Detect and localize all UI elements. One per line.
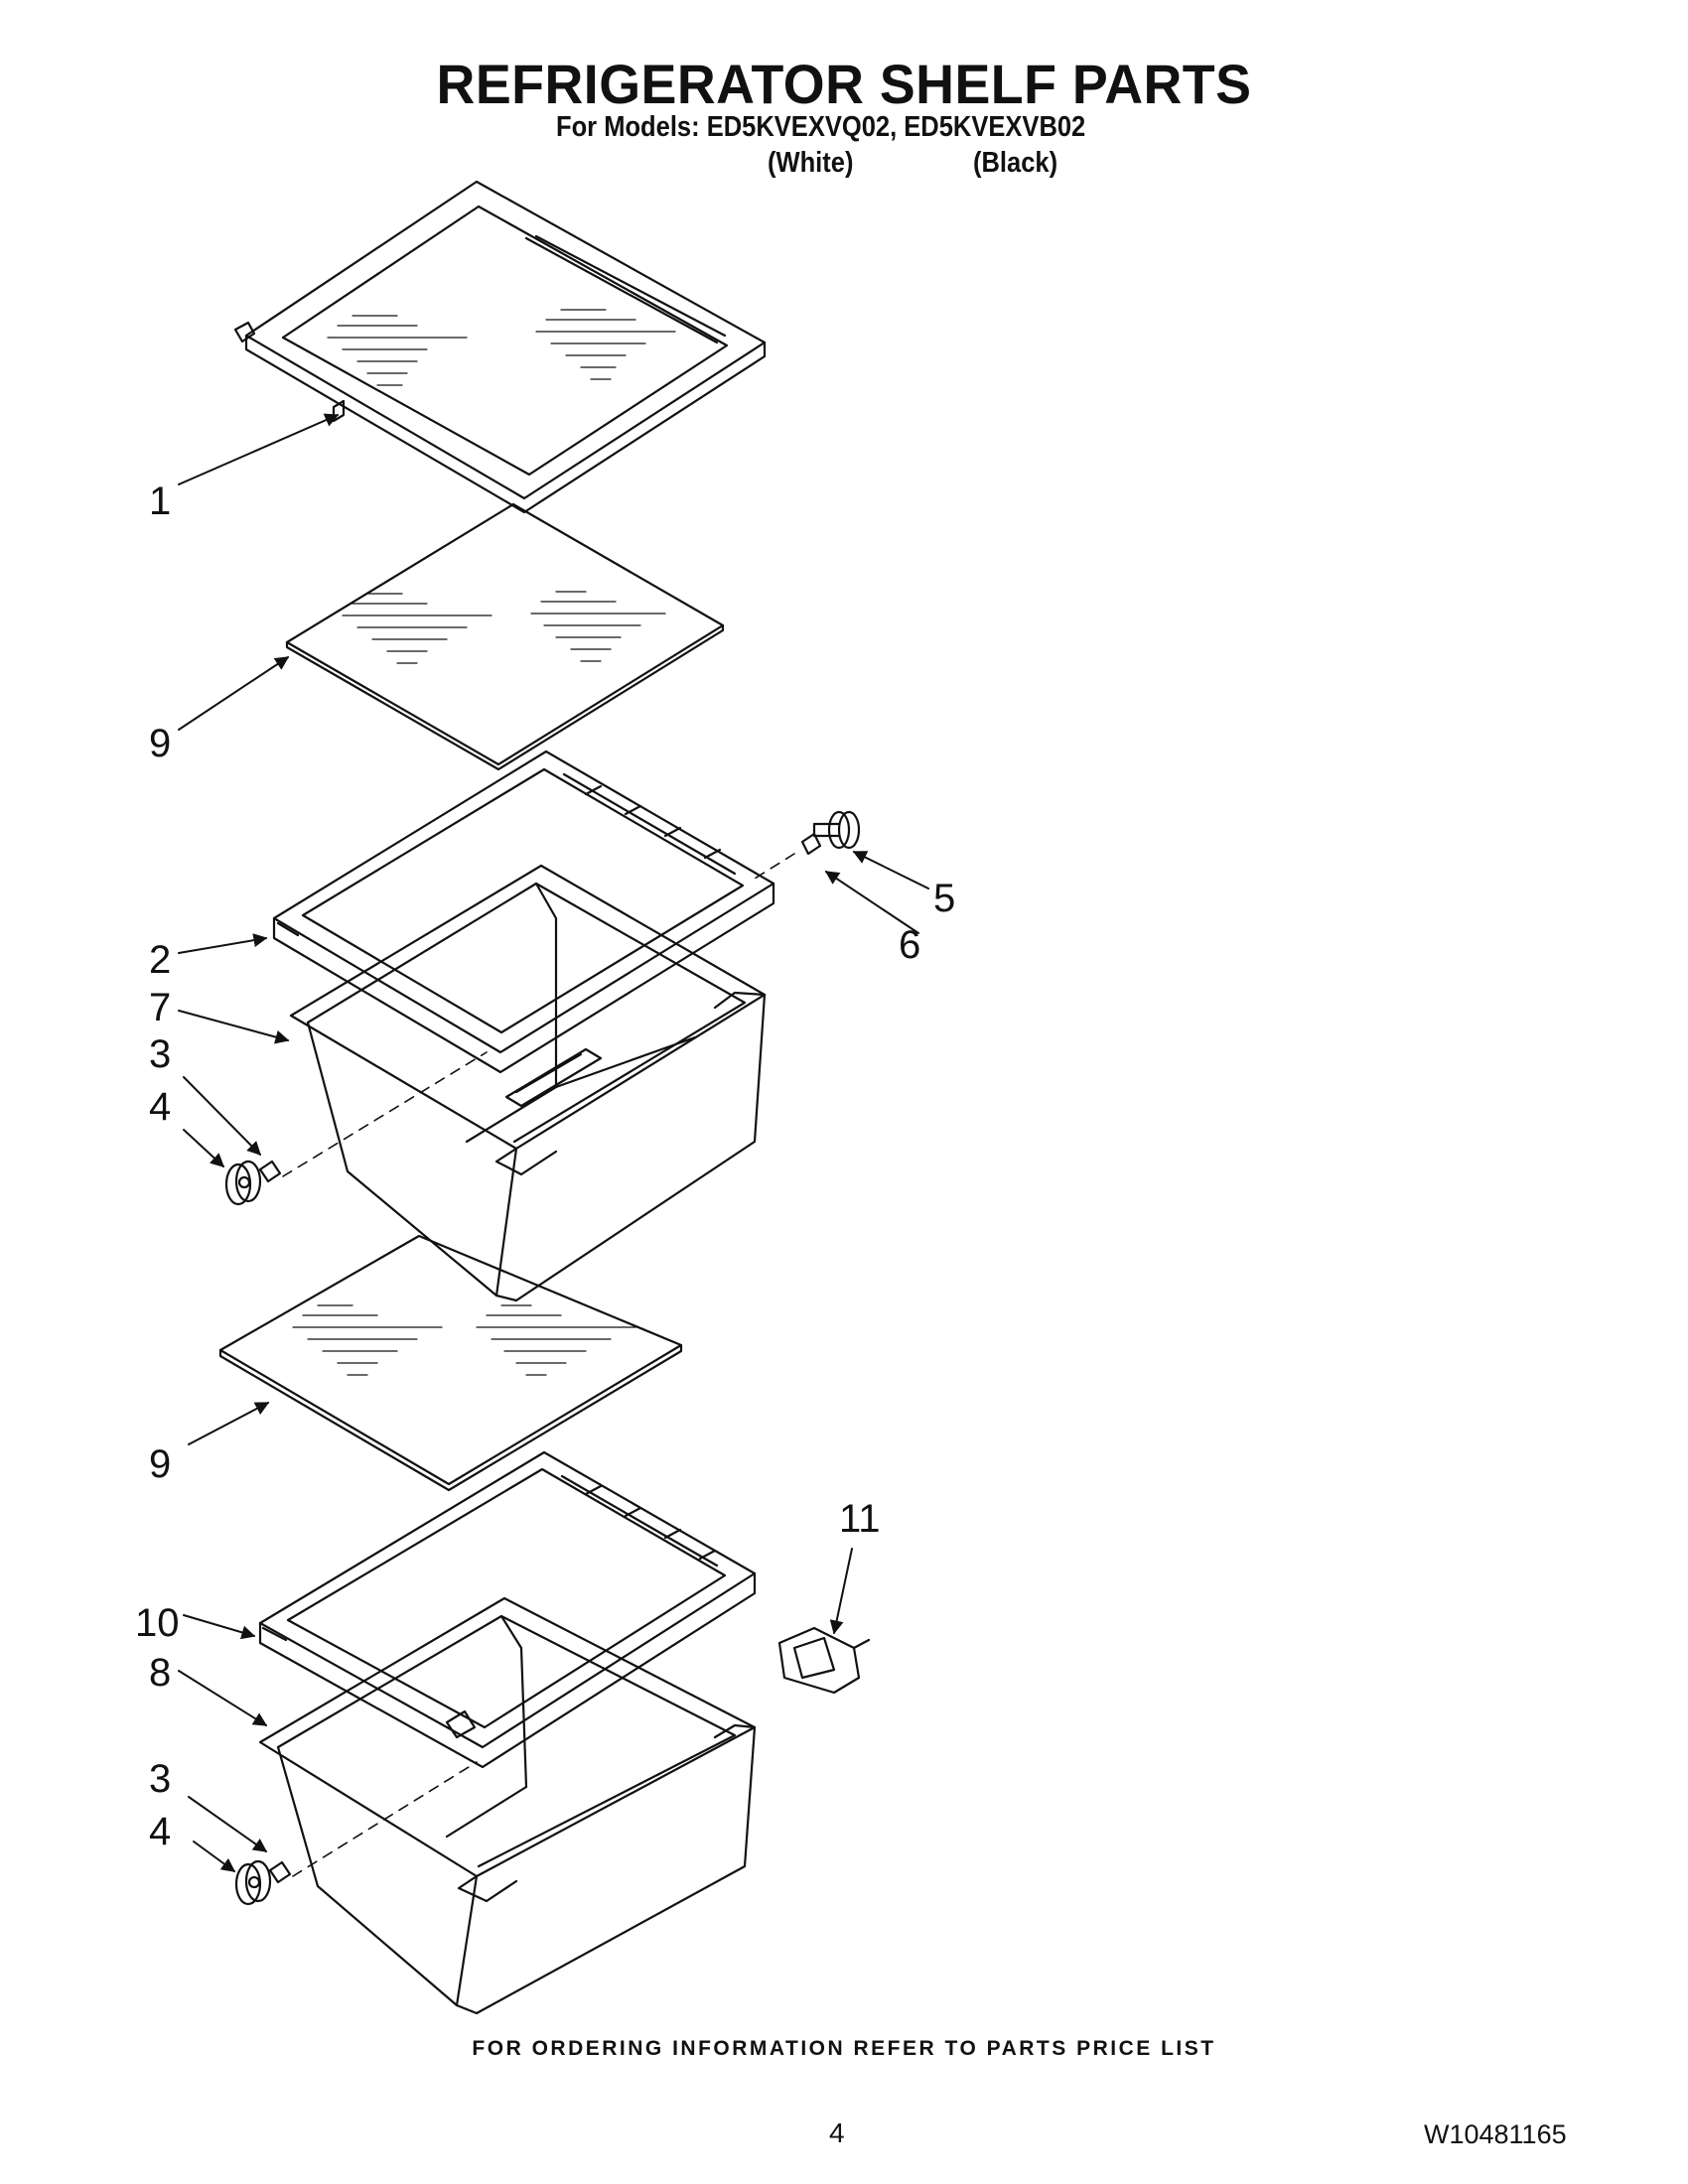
crisper-drawer-part-7 <box>289 864 767 1302</box>
callout-2: 2 <box>149 938 171 982</box>
callout-11: 11 <box>839 1497 881 1541</box>
page-title: REFRIGERATOR SHELF PARTS <box>436 53 1252 115</box>
callout-8: 8 <box>149 1651 171 1695</box>
clip-part-11 <box>777 1626 871 1695</box>
roller-part-4-upper <box>224 1160 262 1206</box>
callout-4-lower: 4 <box>149 1810 171 1853</box>
callout-1: 1 <box>149 479 171 523</box>
glass-shelf-part-9-upper <box>285 502 725 771</box>
assembly-lines <box>282 853 795 1877</box>
variant-white-label: (White) <box>768 147 854 179</box>
roller-part-4-lower <box>234 1859 272 1906</box>
crisper-cover-frame-part-2 <box>272 750 775 1074</box>
callout-7: 7 <box>149 986 171 1029</box>
roller-part-5 <box>812 810 861 850</box>
callout-6: 6 <box>899 923 920 967</box>
screw-part-3-upper <box>258 1160 282 1183</box>
crisper-drawer-part-8 <box>258 1596 757 2015</box>
models-line: For Models: ED5KVEXVQ02, ED5KVEXVB02 <box>556 111 1086 143</box>
callout-4-upper: 4 <box>149 1085 171 1129</box>
callout-10: 10 <box>135 1601 180 1645</box>
glass-shelf-part-9-lower <box>218 1234 683 1492</box>
callout-5: 5 <box>933 877 955 920</box>
screw-part-6 <box>800 832 822 856</box>
leader-lines <box>178 413 929 1872</box>
ordering-note: FOR ORDERING INFORMATION REFER TO PARTS … <box>472 2037 1216 2060</box>
document-number: W10481165 <box>1424 2119 1567 2149</box>
callout-9-lower: 9 <box>149 1442 171 1486</box>
variant-black-label: (Black) <box>973 147 1058 179</box>
shelf-frame-part-1 <box>233 180 767 514</box>
callout-3-upper: 3 <box>149 1032 171 1076</box>
crisper-cover-frame-part-10 <box>258 1450 757 1769</box>
page-number: 4 <box>829 2117 845 2148</box>
screw-part-3-lower <box>268 1860 292 1884</box>
callout-3-lower: 3 <box>149 1757 171 1801</box>
callout-9-upper: 9 <box>149 722 171 765</box>
